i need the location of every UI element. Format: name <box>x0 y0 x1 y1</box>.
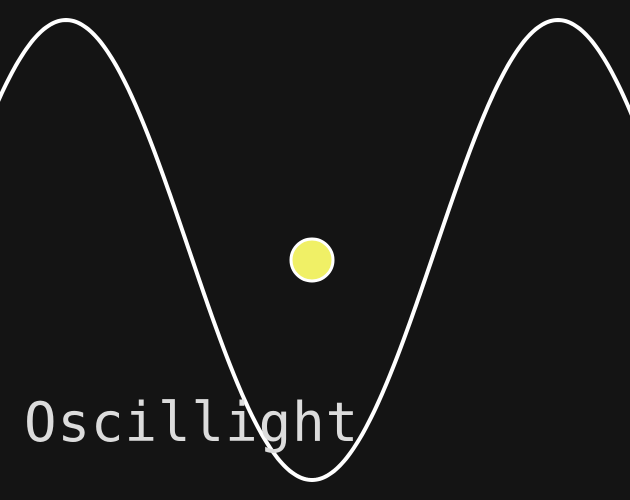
game-title: Oscillight <box>24 391 360 454</box>
light-orb-icon[interactable] <box>289 237 335 283</box>
sine-wave-track <box>0 17 630 483</box>
